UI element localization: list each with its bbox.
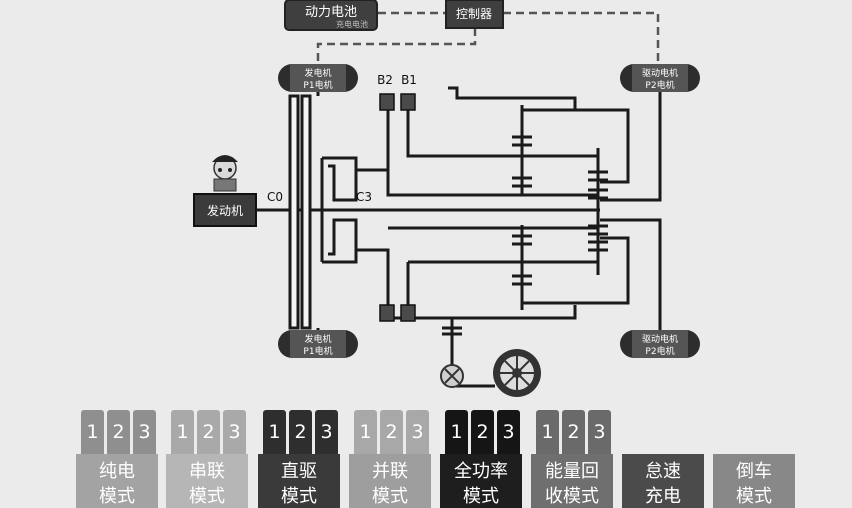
mode-label-line2: 模式 <box>372 486 408 507</box>
mode-sub-tab[interactable]: 1 <box>81 410 104 454</box>
mode-label-line2: 模式 <box>189 486 225 507</box>
drive-motor-bottom: 驱动电机 P2电机 <box>620 330 700 358</box>
mode-sub-tab[interactable]: 2 <box>289 410 312 454</box>
generator-bottom-line1: 发电机 <box>304 333 331 345</box>
drive-motor-bottom-line1: 驱动电机 <box>642 333 678 345</box>
mode-button[interactable]: 纯电模式 <box>76 454 158 508</box>
control-wiring <box>316 11 660 62</box>
mode-label-line1: 能量回 <box>545 461 599 482</box>
mode-button[interactable]: 串联模式 <box>166 454 248 508</box>
drivetrain-lines <box>256 86 662 388</box>
mode-sub-tab[interactable]: 2 <box>107 410 130 454</box>
generator-top-line1: 发电机 <box>304 67 331 79</box>
mode-sub-tab[interactable]: 1 <box>536 410 559 454</box>
mode-sub-tab[interactable]: 2 <box>471 410 494 454</box>
clutch-c3-label: C3 <box>356 190 372 204</box>
mode-label-line2: 模式 <box>736 486 772 507</box>
mode-label-line1: 倒车 <box>736 461 772 482</box>
mode-sub-tab[interactable]: 1 <box>263 410 286 454</box>
mode-label-line1: 全功率 <box>454 461 508 482</box>
mode-label-line2: 模式 <box>463 486 499 507</box>
brake-blocks <box>379 93 416 322</box>
engine-box: 发动机 <box>193 193 257 227</box>
clutch-c0-label: C0 <box>267 190 283 204</box>
drive-motor-bottom-line2: P2电机 <box>645 345 674 357</box>
mode-sub-tab[interactable]: 3 <box>588 410 611 454</box>
mode-label-line2: 充电 <box>645 486 681 507</box>
drive-motor-top-line1: 驱动电机 <box>642 67 678 79</box>
powertrain-diagram: 动力电池 充电电池 控制器 发电机 P1电机 发电机 P1电机 驱动电机 P2电… <box>193 0 700 397</box>
mode-label-line2: 收模式 <box>545 486 599 507</box>
mode-label-line1: 怠速 <box>645 461 681 482</box>
mode-button[interactable]: 全功率模式 <box>440 454 522 508</box>
controller-box: 控制器 <box>445 0 504 29</box>
mode-sub-tab[interactable]: 3 <box>133 410 156 454</box>
mode-label-line1: 并联 <box>372 461 408 482</box>
mode-sub-tab[interactable]: 3 <box>315 410 338 454</box>
mode-sub-tab[interactable]: 3 <box>497 410 520 454</box>
engine-label: 发动机 <box>207 203 243 218</box>
brake-b1-label: B1 <box>401 73 417 87</box>
drive-motor-top: 驱动电机 P2电机 <box>620 64 700 92</box>
battery-label: 动力电池 <box>305 5 357 20</box>
mode-sub-tab[interactable]: 1 <box>354 410 377 454</box>
mode-button[interactable]: 并联模式 <box>349 454 431 508</box>
mode-button[interactable]: 怠速充电 <box>622 454 704 508</box>
battery-box: 动力电池 充电电池 <box>284 0 378 31</box>
mode-label-line2: 模式 <box>281 486 317 507</box>
mode-sub-tab[interactable]: 2 <box>380 410 403 454</box>
mode-label-line1: 串联 <box>189 461 225 482</box>
mode-sub-tab[interactable]: 1 <box>171 410 194 454</box>
brake-b2-label: B2 <box>377 73 393 87</box>
mode-group: 怠速充电 <box>622 410 704 508</box>
mode-label-line2: 模式 <box>99 486 135 507</box>
mode-button[interactable]: 倒车模式 <box>713 454 795 508</box>
mode-button[interactable]: 能量回收模式 <box>531 454 613 508</box>
controller-label: 控制器 <box>456 7 492 21</box>
mode-sub-tab[interactable]: 3 <box>406 410 429 454</box>
differential-icon <box>440 364 464 388</box>
mode-label-line1: 纯电 <box>99 461 135 482</box>
mode-sub-tab[interactable]: 3 <box>223 410 246 454</box>
generator-bottom-line2: P1电机 <box>303 345 332 357</box>
drive-motor-top-line2: P2电机 <box>645 79 674 91</box>
mode-sub-tab[interactable]: 1 <box>445 410 468 454</box>
mode-label-line1: 直驱 <box>281 461 317 482</box>
generator-top: 发电机 P1电机 <box>278 64 358 92</box>
wheel-icon <box>493 349 541 397</box>
generator-top-line2: P1电机 <box>303 79 332 91</box>
mascot-icon <box>212 155 238 192</box>
gear-set <box>442 135 608 336</box>
battery-sub-label: 充电电池 <box>336 19 368 29</box>
mode-group: 倒车模式 <box>713 410 795 508</box>
mode-sub-tab[interactable]: 2 <box>197 410 220 454</box>
generator-bottom: 发电机 P1电机 <box>278 330 358 358</box>
mode-button[interactable]: 直驱模式 <box>258 454 340 508</box>
mode-sub-tab[interactable]: 2 <box>562 410 585 454</box>
